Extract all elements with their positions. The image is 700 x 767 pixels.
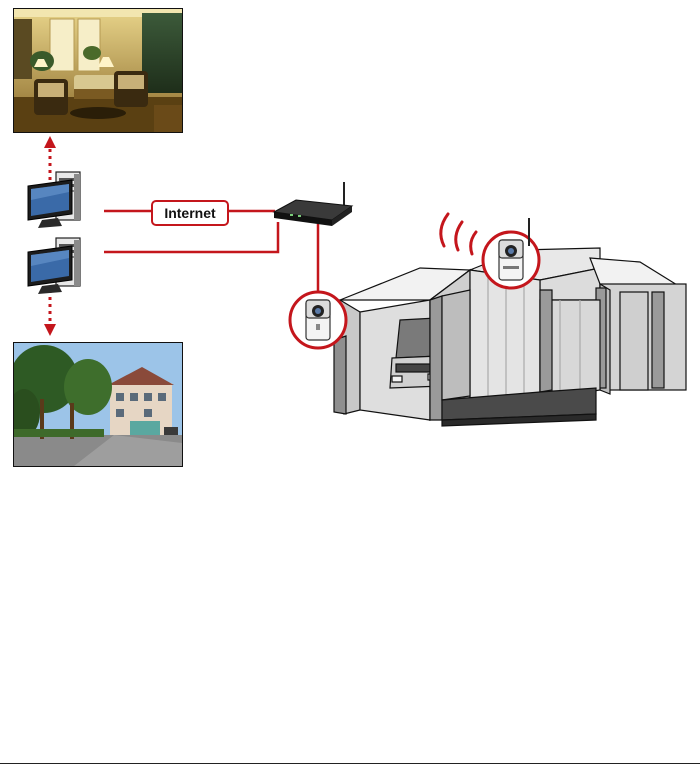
internet-label: Internet bbox=[151, 200, 229, 226]
wireless-ip-camera-icon bbox=[483, 218, 539, 288]
router-icon bbox=[274, 182, 352, 226]
wireless-signal-icon bbox=[441, 214, 476, 254]
computer-bottom-icon bbox=[28, 238, 80, 294]
computer-top-icon bbox=[28, 172, 80, 228]
footer-divider bbox=[0, 763, 700, 764]
view-arrow-top bbox=[44, 136, 56, 180]
wired-ip-camera-icon bbox=[290, 292, 346, 348]
view-arrow-bottom bbox=[44, 290, 56, 336]
